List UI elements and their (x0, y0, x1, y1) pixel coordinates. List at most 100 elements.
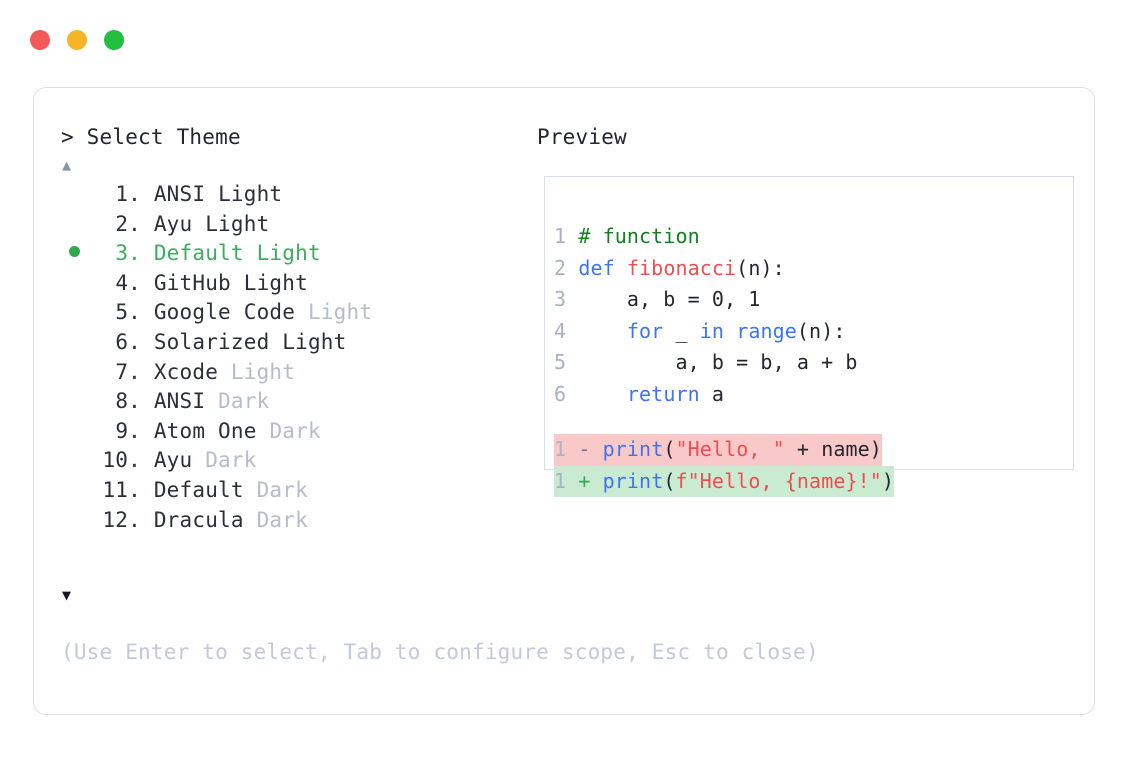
theme-item-gap (141, 180, 154, 210)
theme-item-name: Default (153, 477, 244, 502)
theme-item-variant: Dark (256, 507, 308, 532)
code-token: a, b = 0, 1 (578, 287, 761, 311)
code-line: 5 a, b = b, a + b (554, 347, 1071, 379)
theme-item-number: 9. (115, 418, 141, 443)
theme-list-item[interactable]: 3. Default Light (61, 239, 531, 269)
theme-item-number: 10. (102, 448, 141, 473)
code-line-number: 1 (554, 224, 567, 248)
theme-item-name: Ayu (153, 211, 193, 236)
minimize-window-icon[interactable] (67, 30, 87, 50)
theme-list-item[interactable]: 7. Xcode Light (61, 358, 531, 388)
theme-list-item[interactable]: 6. Solarized Light (61, 328, 531, 358)
theme-item-name: Atom One (153, 418, 257, 443)
diff-gap (566, 437, 578, 461)
code-line: 6 return a (554, 379, 1071, 411)
theme-item-gap (141, 328, 154, 358)
code-line-number: 5 (554, 350, 567, 374)
maximize-window-icon[interactable] (104, 30, 124, 50)
theme-item-number: 7. (115, 359, 141, 384)
theme-list-item[interactable]: 5. Google Code Light (61, 298, 531, 328)
theme-list-item[interactable]: 2. Ayu Light (61, 210, 531, 240)
theme-item-gap (141, 476, 154, 506)
theme-item-gap (141, 506, 154, 536)
code-token: ) (881, 468, 895, 493)
preview-pane: Preview (537, 122, 1069, 152)
theme-list-item[interactable]: 9. Atom One Dark (61, 417, 531, 447)
theme-item-gap2 (244, 506, 257, 536)
code-token: ( (663, 437, 676, 461)
theme-item-variant: Light (230, 359, 296, 384)
theme-item-name: Ayu (153, 448, 193, 473)
theme-item-variant: Dark (218, 389, 270, 414)
theme-item-number: 1. (115, 182, 141, 206)
theme-item-gap (141, 446, 154, 476)
theme-item-name: ANSI (153, 182, 206, 206)
code-token: in range (699, 318, 797, 343)
theme-item-gap (141, 387, 154, 417)
code-token: return (626, 381, 700, 406)
close-window-icon[interactable] (30, 30, 50, 50)
theme-item-variant: Light (282, 329, 347, 354)
theme-item-gap (141, 358, 154, 388)
code-token: print (602, 437, 664, 461)
scroll-up-icon[interactable]: ▲ (62, 156, 72, 174)
theme-item-name: ANSI (153, 389, 206, 414)
code-token: # function (578, 224, 700, 248)
code-line-number: 2 (554, 255, 567, 280)
theme-list-item[interactable]: 1. ANSI Light (61, 180, 531, 210)
theme-list-item[interactable]: 10. Ayu Dark (61, 446, 531, 476)
theme-list-item[interactable]: 12. Dracula Dark (61, 506, 531, 536)
diff-sign: + (578, 468, 591, 493)
code-token: a, b = b, a + b (578, 350, 858, 374)
code-blank-line (554, 410, 1071, 434)
code-token: for (626, 318, 664, 343)
theme-item-gap (141, 210, 154, 240)
code-token (578, 382, 627, 406)
theme-item-variant: Dark (256, 477, 308, 502)
code-gutter-gap (566, 350, 578, 374)
theme-list-item[interactable]: 8. ANSI Dark (61, 387, 531, 417)
theme-list-item[interactable]: 11. Default Dark (61, 476, 531, 506)
window-traffic-lights (30, 30, 124, 50)
code-token (578, 319, 627, 343)
theme-item-number: 3. (115, 241, 141, 266)
code-gutter-gap (566, 382, 578, 406)
theme-item-gap (141, 269, 154, 299)
selected-bullet-shape (69, 246, 80, 258)
scroll-down-icon[interactable]: ▼ (62, 586, 72, 604)
theme-item-gap2 (244, 476, 257, 506)
theme-item-gap2 (257, 417, 270, 447)
code-token: fibonacci (626, 255, 737, 280)
theme-item-name: GitHub (153, 270, 231, 295)
theme-list-item[interactable]: 4. GitHub Light (61, 269, 531, 299)
theme-item-name: Xcode (153, 359, 219, 384)
code-token: ( (663, 468, 676, 493)
theme-item-number: 2. (115, 211, 141, 236)
theme-item-gap (141, 417, 154, 447)
theme-item-gap2 (218, 358, 231, 388)
keyboard-hint: (Use Enter to select, Tab to configure s… (61, 640, 819, 664)
theme-item-variant: Light (307, 300, 373, 325)
theme-item-number: 5. (115, 300, 141, 325)
theme-item-name: Default (153, 241, 244, 266)
code-line-number: 4 (554, 318, 567, 343)
code-line: 2 def fibonacci(n): (554, 253, 1071, 285)
diff-line-del: 1 - print("Hello, " + name) (554, 434, 1071, 466)
theme-item-number: 8. (115, 389, 141, 414)
theme-item-gap2 (269, 328, 282, 358)
code-line: 1 # function (554, 221, 1071, 253)
diff-line-number: 1 (554, 468, 567, 493)
code-token: print (602, 468, 664, 493)
theme-item-name: Solarized (153, 329, 270, 354)
theme-item-gap2 (192, 446, 205, 476)
theme-item-variant: Light (205, 211, 270, 236)
diff-gap2 (590, 469, 602, 493)
theme-item-number: 11. (102, 477, 141, 502)
code-token: def (578, 255, 627, 280)
diff-highlight: 1 + print(f"Hello, {name}!") (554, 465, 895, 497)
